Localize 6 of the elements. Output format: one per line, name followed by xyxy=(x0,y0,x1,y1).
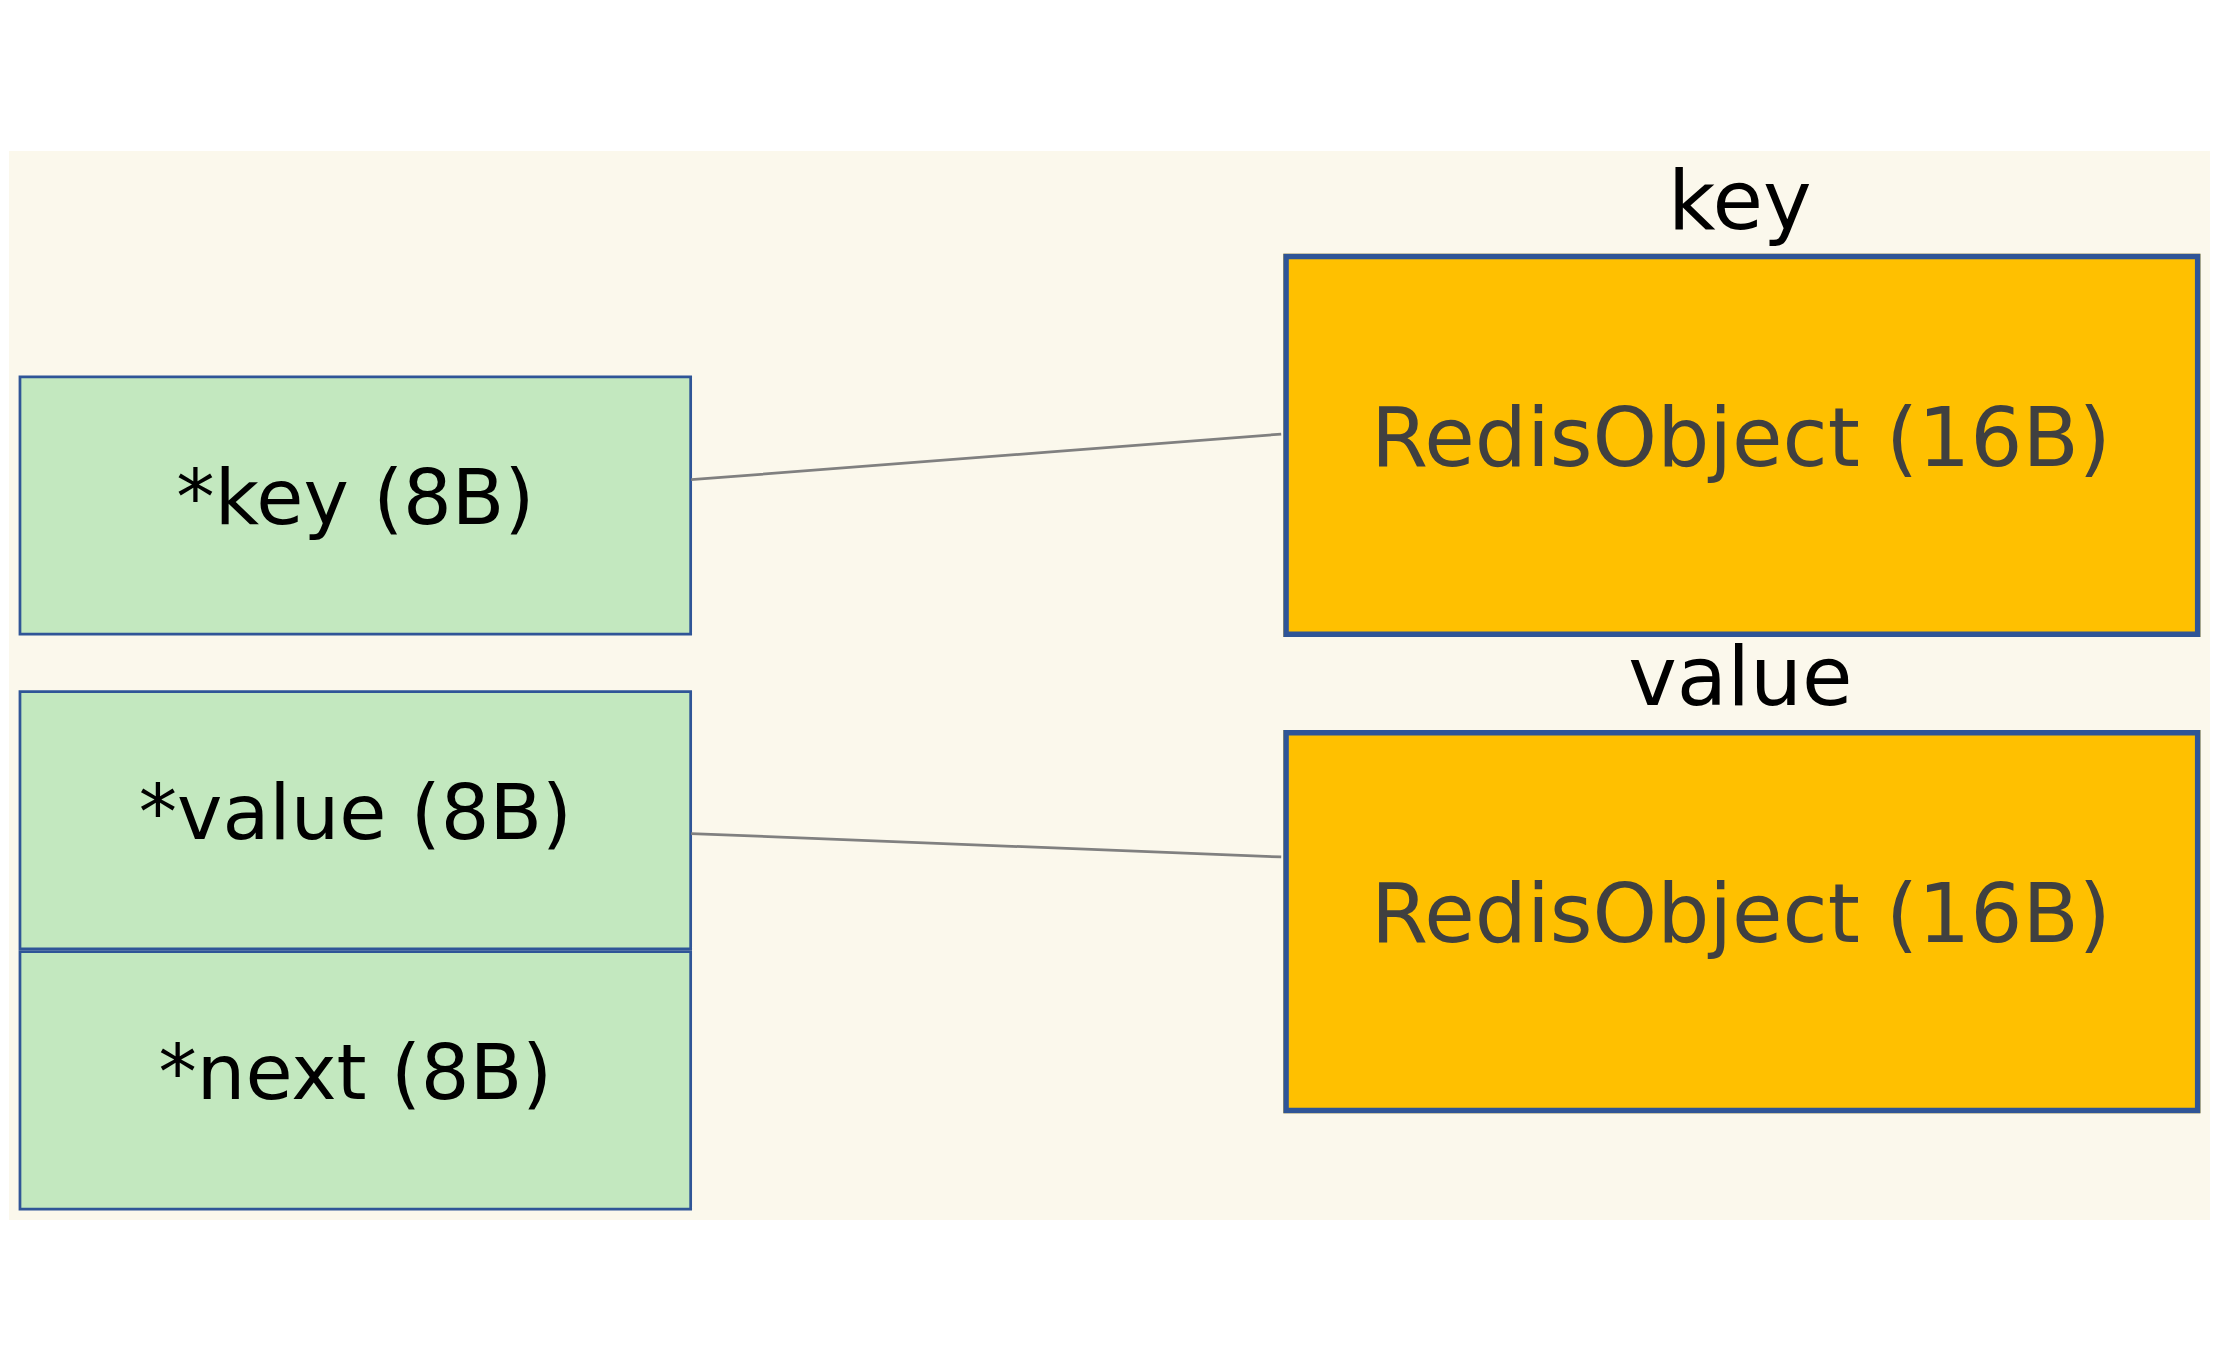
node-box: *next (8B) xyxy=(18,950,693,1211)
node-box: *value (8B) xyxy=(18,690,693,951)
connector xyxy=(691,832,1282,859)
connector xyxy=(691,432,1282,482)
node-box: *key (8B) xyxy=(18,375,693,636)
node-label: key xyxy=(1667,153,1812,249)
